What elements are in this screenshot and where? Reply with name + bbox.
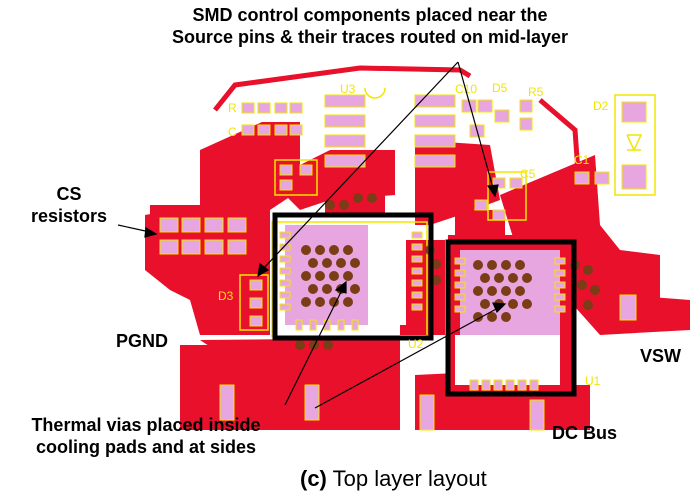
designators: U3 C10 D5 R5 D2 R C C1 C5 D3 U2 U1 <box>218 81 609 388</box>
thermal-vias-u1 <box>473 260 600 322</box>
pgnd-label: PGND <box>116 331 169 351</box>
u2-highlight-box <box>272 212 434 341</box>
thermal-label-line2: cooling pads and at sides <box>35 437 257 457</box>
designator-u2: U2 <box>408 337 424 351</box>
designator-d3: D3 <box>218 289 234 303</box>
cs-resistors-label: CS resistors <box>20 183 118 227</box>
designator-c1: C1 <box>574 153 590 167</box>
annotation-arrows <box>117 61 507 409</box>
designator-r: R <box>228 101 237 115</box>
designator-c: C <box>228 125 237 139</box>
figure-caption: (c) Top layer layout <box>300 466 487 492</box>
cs-label-line1: CS <box>56 184 82 204</box>
designator-d2: D2 <box>593 99 609 113</box>
smd-pads <box>159 94 647 431</box>
designator-u1: U1 <box>585 374 601 388</box>
cs-label-line2: resistors <box>30 206 108 226</box>
smd-annotation-line1: SMD control components placed near the <box>192 5 548 25</box>
designator-d5: D5 <box>492 81 508 95</box>
dc-bus-label: DC Bus <box>552 423 618 443</box>
designator-u3: U3 <box>340 82 356 96</box>
u1-highlight-box <box>445 239 577 397</box>
thermal-vias-u2 <box>295 193 441 350</box>
caption-label: (c) <box>300 466 327 491</box>
vsw-label: VSW <box>640 346 682 366</box>
designator-c5: C5 <box>520 167 536 181</box>
smd-annotation-line2: Source pins & their traces routed on mid… <box>171 27 569 47</box>
thermal-label-line1: Thermal vias placed inside <box>31 415 261 435</box>
designator-c10: C10 <box>455 82 477 96</box>
caption-text: Top layer layout <box>326 466 487 491</box>
designator-r5: R5 <box>528 85 544 99</box>
thermal-vias-label: Thermal vias placed inside cooling pads … <box>0 414 296 458</box>
smd-annotation: SMD control components placed near the S… <box>110 4 630 48</box>
